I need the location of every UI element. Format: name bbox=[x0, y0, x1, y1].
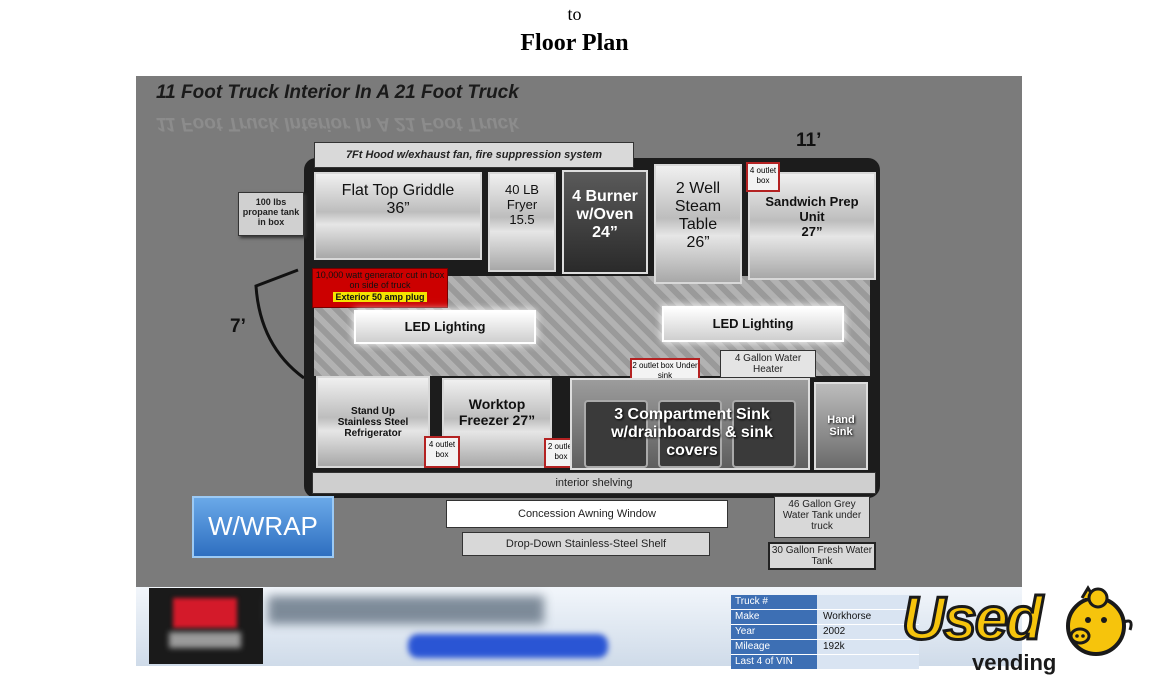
drop-down-shelf: Drop-Down Stainless-Steel Shelf bbox=[462, 532, 710, 556]
used-vending-logo: Used vending bbox=[901, 580, 1142, 686]
info-row-label: Truck # bbox=[731, 595, 817, 609]
page-title: Floor Plan bbox=[520, 30, 629, 56]
wrap-label: W/WRAP bbox=[208, 511, 318, 541]
info-row-label: Year bbox=[731, 625, 817, 639]
page-top-fragment: to bbox=[567, 4, 582, 24]
sink-basin bbox=[732, 400, 796, 468]
info-row-value bbox=[817, 655, 919, 669]
dimension-depth: 7’ bbox=[230, 316, 246, 337]
interior-shelving: interior shelving bbox=[312, 472, 876, 494]
exterior-plug-label: Exterior 50 amp plug bbox=[333, 292, 427, 302]
door-swing-icon bbox=[254, 268, 305, 380]
logo-vending-text: vending bbox=[972, 650, 1057, 675]
wrap-badge: W/WRAP bbox=[192, 496, 334, 558]
water-heater: 4 Gallon Water Heater bbox=[720, 350, 816, 378]
steam-table-size: 26” bbox=[686, 234, 710, 251]
fryer-name: 40 LB Fryer bbox=[505, 182, 539, 212]
plan-heading-reflection: 11 Foot Truck Interior In A 21 Foot Truc… bbox=[156, 113, 519, 134]
concession-awning-window: Concession Awning Window bbox=[446, 500, 728, 528]
info-row-value: 2002 bbox=[817, 625, 919, 639]
outlet-box-2-under-sink: 2 outlet box Under sink bbox=[630, 358, 700, 380]
three-compartment-sink: 3 Compartment Sink w/drainboards & sink … bbox=[570, 378, 810, 470]
pig-mascot-icon bbox=[1066, 585, 1133, 656]
hand-sink: Hand Sink bbox=[814, 382, 868, 470]
outlet-box-4-top: 4 outlet box bbox=[746, 162, 780, 192]
led-lighting-left: LED Lighting bbox=[354, 310, 536, 344]
flat-top-griddle: Flat Top Griddle 36” bbox=[314, 172, 482, 260]
fresh-water-tank: 30 Gallon Fresh Water Tank bbox=[768, 542, 876, 570]
info-row: Truck # bbox=[731, 595, 919, 610]
sink-basin bbox=[658, 400, 722, 468]
dimension-width: 11’ bbox=[796, 130, 822, 151]
led-lighting-right: LED Lighting bbox=[662, 306, 844, 342]
steam-table: 2 Well Steam Table 26” bbox=[654, 164, 742, 284]
burner-size: 24” bbox=[592, 224, 618, 241]
refrigerator-label: Stand Up Stainless Steel Refrigerator bbox=[337, 406, 409, 439]
outlet-box-4-bottom: 4 outlet box bbox=[424, 436, 460, 468]
hood-label: 7Ft Hood w/exhaust fan, fire suppression… bbox=[314, 142, 634, 168]
propane-tank-label: 100 lbs propane tank in box bbox=[238, 192, 304, 236]
info-row-label: Mileage bbox=[731, 640, 817, 654]
info-row-value: 192k bbox=[817, 640, 919, 654]
freezer-label: Worktop Freezer 27” bbox=[458, 396, 536, 428]
steam-table-name: 2 Well Steam Table bbox=[674, 180, 722, 233]
fryer: 40 LB Fryer 15.5 bbox=[488, 172, 556, 272]
generator-label: 10,000 watt generator cut in box on side… bbox=[315, 270, 445, 290]
sink-label: 3 Compartment Sink w/drainboards & sink … bbox=[611, 406, 773, 459]
info-row-value bbox=[817, 595, 919, 609]
blurred-contact bbox=[408, 634, 608, 658]
blurred-logo bbox=[149, 588, 263, 664]
grey-water-tank: 46 Gallon Grey Water Tank under truck bbox=[774, 496, 870, 538]
blurred-logo-mark bbox=[173, 598, 237, 628]
four-burner-oven: 4 Burner w/Oven 24” bbox=[562, 170, 648, 274]
hand-sink-label: Hand Sink bbox=[827, 414, 855, 438]
refrigerator: Stand Up Stainless Steel Refrigerator bbox=[316, 376, 430, 468]
griddle-name: Flat Top Griddle bbox=[341, 182, 455, 199]
sink-basin bbox=[584, 400, 648, 468]
plan-heading: 11 Foot Truck Interior In A 21 Foot Truc… bbox=[156, 82, 519, 103]
burner-name: 4 Burner w/Oven bbox=[572, 188, 638, 223]
info-row: Last 4 of VIN bbox=[731, 655, 919, 670]
logo-used-text: Used bbox=[901, 584, 1045, 654]
generator-box: 10,000 watt generator cut in box on side… bbox=[312, 268, 448, 308]
floor-plan-image: 11 Foot Truck Interior In A 21 Foot Truc… bbox=[136, 76, 1022, 666]
info-row-value: Workhorse bbox=[817, 610, 919, 624]
worktop-freezer: Worktop Freezer 27” bbox=[442, 378, 552, 468]
info-row-label: Last 4 of VIN bbox=[731, 655, 817, 669]
info-row-label: Make bbox=[731, 610, 817, 624]
sandwich-size: 27” bbox=[801, 224, 823, 239]
blurred-company-name bbox=[268, 596, 544, 624]
fryer-size: 15.5 bbox=[509, 212, 535, 227]
sandwich-name: Sandwich Prep Unit bbox=[765, 194, 859, 224]
blurred-logo-text bbox=[169, 632, 241, 648]
griddle-size: 36” bbox=[386, 200, 410, 217]
